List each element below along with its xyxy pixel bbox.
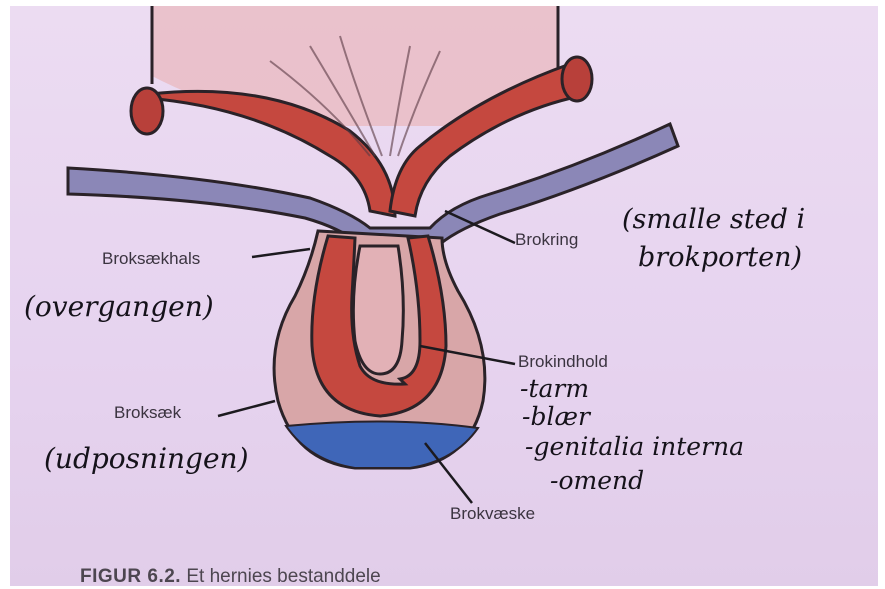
caption-prefix: FIGUR 6.2. (80, 566, 181, 586)
leader-broksaekhals (252, 249, 310, 257)
note-item-tarm: -tarm (520, 374, 589, 403)
label-brokvaeske: Brokvæske (450, 504, 535, 524)
note-brokring-line2: brokporten) (638, 242, 802, 273)
figure-caption: FIGUR 6.2. Et hernies bestanddele (80, 566, 381, 586)
label-brokring: Brokring (515, 230, 578, 250)
figure-photo: Brokring Broksækhals Brokindhold Broksæk… (10, 6, 878, 586)
note-item-genitalia: -genitalia interna (525, 432, 744, 461)
caption-text: Et hernies bestanddele (186, 566, 380, 586)
note-broksaekhals: (overgangen) (24, 290, 214, 323)
hernia-fluid (286, 421, 478, 468)
note-brokring-line1: (smalle sted i (622, 204, 805, 235)
note-broksaek: (udposningen) (44, 442, 249, 475)
leader-broksaek (218, 401, 275, 416)
label-broksaek: Broksæk (114, 403, 181, 423)
note-item-blaer: -blær (522, 402, 590, 431)
note-item-omend: -omend (550, 466, 644, 495)
label-broksaekhals: Broksækhals (102, 249, 200, 269)
label-brokindhold: Brokindhold (518, 352, 608, 372)
